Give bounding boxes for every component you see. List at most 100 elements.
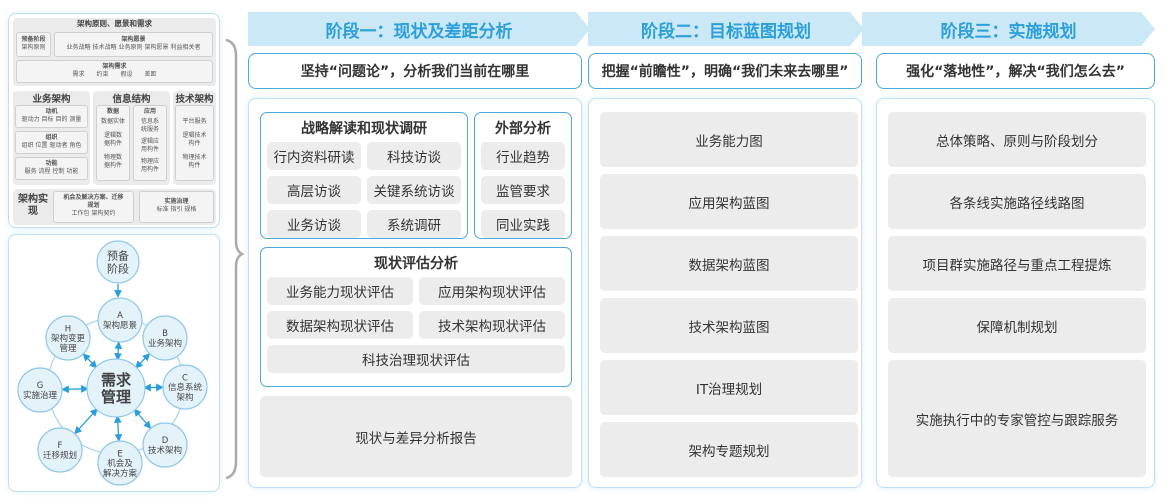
blueprint-item: 应用架构蓝图: [600, 174, 858, 229]
phase-node-e-label: 机会及: [107, 458, 133, 469]
phase-node-a-label: 架构愿景: [103, 320, 137, 331]
vision-item: 架构愿景: [144, 44, 169, 51]
survey-item: 业务访谈: [267, 210, 361, 238]
tech-item: 平台服务: [182, 118, 207, 125]
phase-node-g-label: 实施治理: [23, 390, 58, 401]
survey-item: 行内资料研读: [267, 142, 361, 170]
phase-node-d-label: 技术架构: [148, 445, 182, 456]
assessment-box: 现状评估分析 业务能力现状评估 应用架构现状评估 数据架构现状评估 技术架构现状…: [260, 247, 572, 387]
requirement-item: 假设: [120, 71, 133, 78]
stage-1-header: 阶段一：现状及差距分析: [248, 12, 590, 46]
phase-node-a-label: A: [117, 311, 123, 321]
prelim-box: 预备阶段 架构原则: [16, 32, 51, 57]
tech-item: 逻辑技术构件: [182, 132, 207, 147]
governance-title: 实施治理: [164, 198, 189, 205]
preliminary-phase-node[interactable]: 预备阶段: [96, 240, 140, 284]
phase-node-f-label: 迁移规划: [43, 450, 77, 461]
vision-item: 业务战略: [66, 44, 91, 51]
business-title: 业务架构: [32, 94, 71, 105]
requirement-item: 需求: [72, 71, 85, 78]
requirement-item: 约束: [96, 71, 109, 78]
governance-items: 标准 指引 规格: [156, 206, 197, 213]
plan-item: 总体策略、原则与阶段划分: [888, 112, 1146, 167]
app-title: 应用: [143, 108, 156, 115]
tech-item: 物理技术构件: [182, 154, 207, 169]
bracket: [225, 38, 244, 480]
bidirectional-arrow: [82, 353, 98, 369]
bidirectional-arrow: [61, 385, 89, 394]
app-item: 信息系统服务: [140, 118, 159, 133]
external-item: 同业实践: [481, 210, 565, 238]
phase-node-b-label: 业务架构: [148, 338, 182, 349]
phase-node-h-label: 架构变更: [51, 333, 86, 344]
group-items: 组织 位置 驱动者 角色: [21, 142, 82, 149]
center-requirements-management-label: 需求: [101, 371, 132, 389]
center-requirements-management-label: 管理: [101, 388, 131, 406]
principles-title: 架构原则、愿景和需求: [77, 19, 152, 28]
assessment-item: 技术架构现状评估: [419, 311, 565, 339]
phase-node-c-label: 架构: [176, 392, 193, 403]
opportunity-title: 机会及解决方案、迁移规划: [63, 194, 124, 209]
tech-column: 平台服务 逻辑技术构件 物理技术构件: [175, 105, 214, 181]
phase-node-h-label: 管理: [59, 343, 77, 354]
survey-item: 科技访谈: [367, 142, 461, 170]
blueprint-item: 业务能力图: [600, 112, 858, 167]
phase-node-c-label: C: [182, 373, 188, 383]
opportunity-items: 工作包 架构契约: [71, 210, 116, 217]
preliminary-phase-node-label: 预备: [107, 249, 129, 263]
tech-title: 技术架构: [175, 94, 214, 105]
blueprint-item: 数据架构蓝图: [600, 236, 858, 291]
realization-title: 架构实现: [18, 194, 48, 217]
vision-item: 技术战略: [92, 44, 117, 51]
phase-node-f-label: F: [58, 441, 63, 451]
external-item: 监管要求: [481, 176, 565, 204]
group-title: 动机: [45, 108, 58, 115]
stage-1-subtitle: 坚持“问题论”，分析我们当前在哪里: [248, 53, 582, 89]
external-box: 外部分析 行业趋势 监管要求 同业实践: [474, 112, 572, 239]
business-group: 功能服务 流程 控制 功能: [15, 157, 88, 180]
assessment-item: 业务能力现状评估: [267, 277, 413, 305]
survey-title: 战略解读和现状调研: [301, 121, 427, 137]
stage-2-header: 阶段二：目标蓝图规划: [588, 12, 864, 46]
group-title: 组织: [45, 134, 58, 141]
assessment-item: 数据架构现状评估: [267, 311, 413, 339]
phase-node-e-label: 解决方案: [103, 468, 138, 479]
prelim-item: 架构原则: [21, 44, 46, 51]
data-column: 数据 数据实体 逻辑数据构件 物理数据构件: [96, 105, 130, 181]
prelim-title: 预备阶段: [21, 36, 46, 43]
requirements-box: 架构需求 需求约束假设差距: [16, 60, 213, 83]
preliminary-phase-node-label: 阶段: [107, 261, 129, 275]
survey-box: 战略解读和现状调研 行内资料研读 科技访谈 高层访谈 关键系统访谈 业务访谈 系…: [260, 112, 468, 239]
adm-cycle-diagram: 需求管理预备阶段A架构愿景B业务架构C信息系统架构D技术架构E机会及解决方案F迁…: [17, 240, 208, 486]
app-item: 物理应用构件: [140, 158, 159, 173]
data-item: 数据实体: [100, 118, 125, 125]
data-title: 数据: [106, 108, 119, 115]
plan-item: 各条线实施路径线路图: [888, 174, 1146, 229]
vision-item: 业务原则: [118, 44, 143, 51]
report-item: 现状与差异分析报告: [260, 396, 572, 477]
phase-node-e-label: E: [117, 449, 122, 459]
bidirectional-arrow: [133, 408, 152, 429]
phase-node-c-label: 信息系统: [168, 382, 203, 393]
bidirectional-arrow: [74, 408, 98, 435]
plan-item: 项目群实施路径与重点工程提炼: [888, 236, 1146, 291]
business-group: 组织组织 位置 驱动者 角色: [15, 131, 88, 154]
opportunity-box: 机会及解决方案、迁移规划 工作包 架构契约: [53, 191, 134, 223]
assessment-item: 应用架构现状评估: [419, 277, 565, 305]
info-section: 信息结构 数据 数据实体 逻辑数据构件 物理数据构件 应用 信息系统服务 逻辑应…: [93, 91, 170, 185]
vision-box: 架构愿景 业务战略技术战略业务原则架构愿景利益相关者: [54, 32, 213, 57]
app-column: 应用 信息系统服务 逻辑应用构件 物理应用构件: [133, 105, 167, 181]
phase-node-b-label: B: [162, 329, 168, 339]
stage-2-panel: 业务能力图 应用架构蓝图 数据架构蓝图 技术架构蓝图 IT治理规划 架构专题规划: [588, 98, 862, 488]
business-section: 业务架构 动机驱动力 目标 目的 测量 组织组织 位置 驱动者 角色 功能服务 …: [13, 91, 90, 185]
stage-3-panel: 总体策略、原则与阶段划分 各条线实施路径线路图 项目群实施路径与重点工程提炼 保…: [876, 98, 1155, 488]
